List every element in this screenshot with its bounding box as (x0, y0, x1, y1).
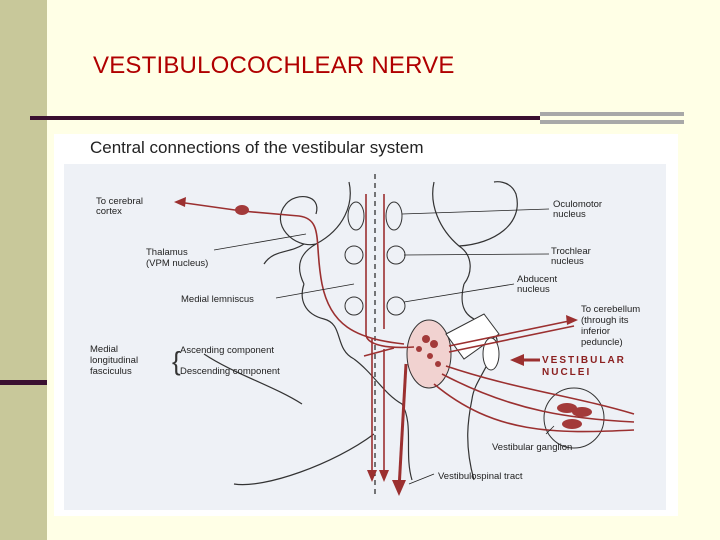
label-cerebellum-3: inferior (581, 326, 610, 337)
figure-panel (64, 164, 666, 510)
vestibular-ganglion-circle (543, 387, 605, 449)
label-vestibular-nuclei-1: VESTIBULAR (542, 355, 626, 366)
label-medial-lemniscus: Medial lemniscus (181, 294, 254, 305)
label-oculomotor-1: Oculomotor (553, 199, 602, 210)
label-mlf-2: longitudinal (90, 355, 138, 366)
vestibular-nuclei-dots (416, 335, 441, 367)
label-cerebellum-1: To cerebellum (581, 304, 640, 315)
ganglion-cells (557, 403, 592, 429)
label-oculomotor-2: nucleus (553, 209, 586, 220)
vestibular-figure: Central connections of the vestibular sy… (54, 134, 678, 516)
title-underline-grey-bottom (540, 120, 684, 124)
label-vestibular-nuclei-2: NUCLEI (542, 367, 591, 378)
leader-lines (213, 208, 555, 485)
label-ascending: Ascending component (180, 345, 274, 356)
label-abducent-1: Abducent (517, 274, 558, 285)
label-vestibular-ganglion: Vestibular ganglion (492, 442, 572, 453)
label-abducent-2: nucleus (517, 284, 550, 295)
label-trochlear-1: Trochlear (551, 246, 591, 257)
label-trochlear-2: nucleus (551, 256, 584, 267)
label-cerebral-cortex-2: cortex (96, 206, 122, 217)
left-decorative-bar (0, 0, 47, 540)
label-thalamus-1: Thalamus (146, 247, 188, 258)
left-bar-accent-line (0, 380, 47, 385)
label-vestibulospinal: Vestibulospinal tract (438, 471, 523, 482)
label-cerebral-cortex-1: To cerebral (96, 196, 143, 207)
figure-title: Central connections of the vestibular sy… (90, 138, 424, 157)
vestibular-diagram: To cerebral cortex Thalamus (VPM nucleus… (90, 174, 640, 496)
thalamus-dot (235, 205, 249, 215)
label-mlf-1: Medial (90, 344, 118, 355)
label-mlf-3: fasciculus (90, 366, 132, 377)
label-cerebellum-2: (through its (581, 315, 629, 326)
vestibular-pathways (177, 194, 635, 490)
label-descending: Descending component (180, 366, 280, 377)
title-underline (30, 116, 540, 120)
label-thalamus-2: (VPM nucleus) (146, 258, 208, 269)
mlf-brace: { (172, 346, 181, 376)
label-cerebellum-4: peduncle) (581, 337, 623, 348)
title-underline-grey-top (540, 112, 684, 116)
slide-title: VESTIBULOCOCHLEAR NERVE (93, 52, 455, 79)
